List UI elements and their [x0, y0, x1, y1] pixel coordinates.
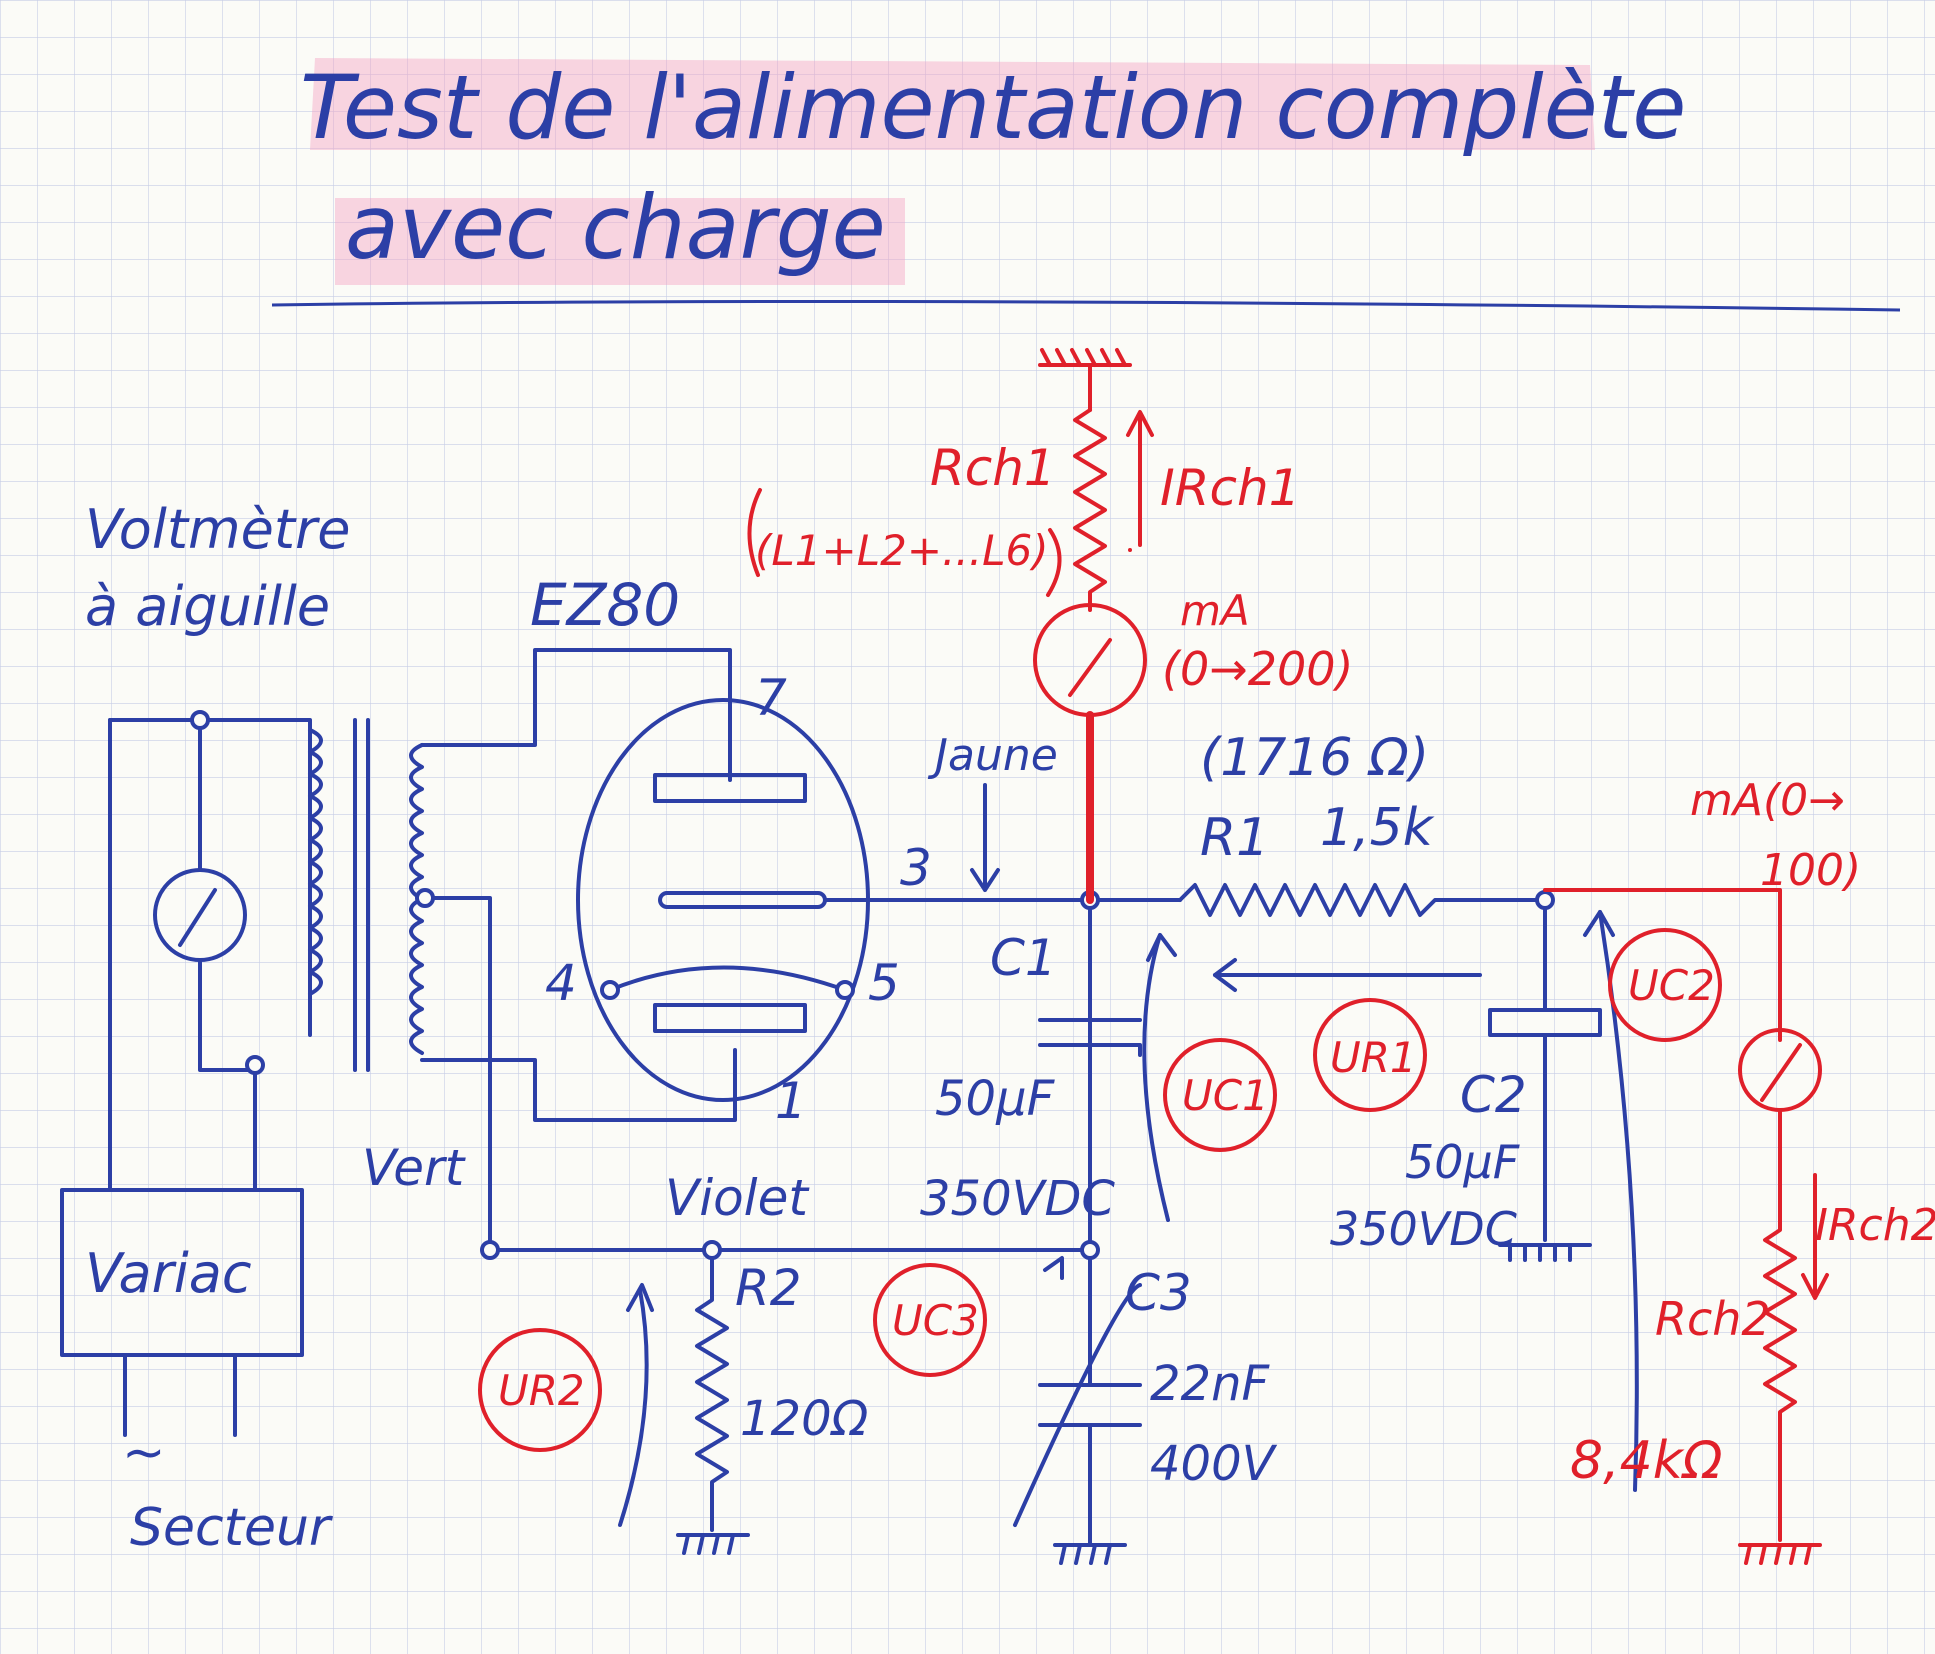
label-c2-voltage: 350VDC: [1330, 1202, 1517, 1256]
label-c3-value: 22nF: [1150, 1356, 1271, 1412]
label-c1: C1: [990, 929, 1057, 987]
label-uc3: UC3: [892, 1296, 979, 1345]
label-voltmeter: Voltmètre: [85, 498, 350, 561]
label-r1-measured: (1716 Ω): [1200, 728, 1429, 788]
label-irch2: IRch2: [1815, 1200, 1935, 1251]
title-highlight-2: [335, 198, 905, 285]
label-pin-1: 1: [775, 1072, 807, 1130]
label-c2-value: 50µF: [1405, 1135, 1520, 1189]
blue-labels: Voltmètre à aiguille EZ80 7 3 4 5 1 Vert…: [85, 498, 1527, 1558]
label-rch2-value: 8,4kΩ: [1570, 1431, 1723, 1491]
label-ma-1-range: (0→200): [1162, 642, 1354, 696]
label-variac: Variac: [85, 1242, 252, 1305]
label-ma-2: mA(0→: [1690, 775, 1845, 826]
label-secteur: Secteur: [130, 1498, 334, 1558]
label-voltmeter-2: à aiguille: [85, 575, 330, 638]
label-rch1: Rch1: [930, 439, 1056, 497]
label-pin-7: 7: [755, 669, 787, 727]
label-tube-ez80: EZ80: [530, 571, 680, 639]
title-highlight-1: [310, 58, 1595, 150]
label-r2: R2: [735, 1259, 802, 1317]
label-pin-5: 5: [868, 954, 900, 1012]
label-rch2: Rch2: [1655, 1292, 1771, 1346]
title-line-2: avec charge: [345, 176, 886, 279]
label-secteur-symbol: ~: [122, 1423, 166, 1483]
label-c2: C2: [1460, 1066, 1527, 1124]
label-c3: C3: [1125, 1264, 1192, 1322]
red-load-wiring: [478, 348, 1829, 1565]
title-underline: [271, 299, 1901, 312]
label-vert: Vert: [362, 1139, 467, 1197]
label-jaune: Jaune: [927, 730, 1058, 781]
label-ur2: UR2: [498, 1366, 585, 1415]
label-rch1-detail: (L1+L2+...L6): [755, 526, 1049, 575]
label-r1-value: 1,5k: [1320, 798, 1435, 858]
red-labels: Rch1 (L1+L2+...L6) IRch1 mA (0→200) mA(0…: [498, 439, 1935, 1491]
label-uc2: UC2: [1628, 961, 1715, 1010]
label-ma-1: mA: [1180, 586, 1250, 635]
label-r2-value: 120Ω: [740, 1391, 869, 1447]
label-c1-voltage: 350VDC: [920, 1171, 1115, 1227]
blue-wiring: [60, 648, 1639, 1565]
label-violet: Violet: [665, 1169, 810, 1227]
label-c1-value: 50µF: [935, 1071, 1056, 1127]
label-r1: R1: [1200, 808, 1269, 868]
label-ma-2-range: 100): [1760, 845, 1861, 896]
label-uc1: UC1: [1182, 1071, 1269, 1120]
label-ur1: UR1: [1330, 1033, 1417, 1082]
label-pin-3: 3: [900, 839, 932, 897]
label-irch1: IRch1: [1160, 459, 1300, 517]
title-line-1: Test de l'alimentation complète: [300, 56, 1686, 159]
label-c3-voltage: 400V: [1150, 1436, 1278, 1492]
label-pin-4: 4: [545, 954, 577, 1012]
